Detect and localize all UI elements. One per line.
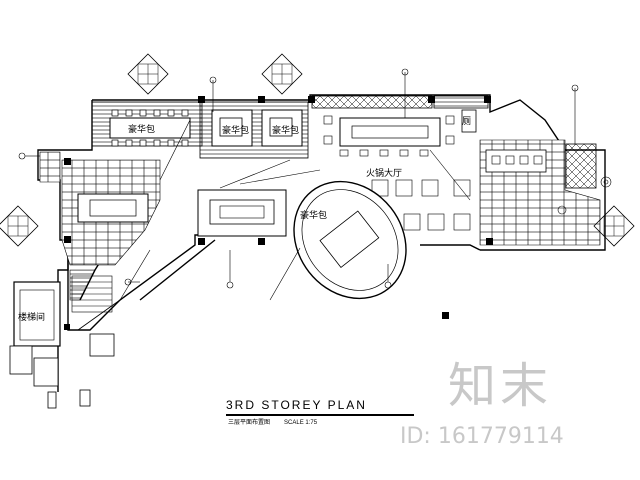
drawing-subtitle: 三层平面布置图 <box>228 420 271 426</box>
watermark-logo: 知末 <box>448 358 553 414</box>
leader-lines <box>18 68 612 301</box>
stair-room: 楼梯间 <box>9 281 115 409</box>
marker-4 <box>593 205 635 247</box>
staircase <box>71 275 121 331</box>
right-wing: 厕 <box>461 109 597 189</box>
drawing-scale: SCALE 1:75 <box>284 420 318 426</box>
elevation-markers <box>0 53 635 247</box>
marker-2 <box>261 53 303 95</box>
private-room-left <box>77 193 149 223</box>
room-label-oval: 豪华包 <box>300 209 327 220</box>
private-room-top-left: 豪华包 <box>109 109 191 147</box>
room-label-private-mid-1: 豪华包 <box>222 124 249 135</box>
title-underline <box>226 414 414 416</box>
private-room-mid-1: 豪华包 <box>211 109 253 147</box>
private-room-mid-2: 豪华包 <box>261 109 303 147</box>
oval-private-room: 豪华包 <box>293 180 407 300</box>
drawing-subtitle-row: 三层平面布置图 SCALE 1:75 <box>228 417 448 426</box>
room-label-private-mid-2: 豪华包 <box>272 124 299 135</box>
structural-columns <box>64 96 493 330</box>
marker-1 <box>127 53 169 95</box>
room-label-private-top-left: 豪华包 <box>128 123 155 134</box>
watermark-id: ID: 161779114 <box>400 424 564 449</box>
drawing-title: 3RD STOREY PLAN <box>226 398 367 412</box>
dining-hall: 火锅大厅 <box>323 115 471 231</box>
room-label-dining-hall: 火锅大厅 <box>366 167 402 178</box>
marker-3 <box>0 205 39 247</box>
sofa-lounge <box>197 189 287 237</box>
room-label-right: 厕 <box>462 116 471 126</box>
room-label-stair: 楼梯间 <box>18 311 45 322</box>
